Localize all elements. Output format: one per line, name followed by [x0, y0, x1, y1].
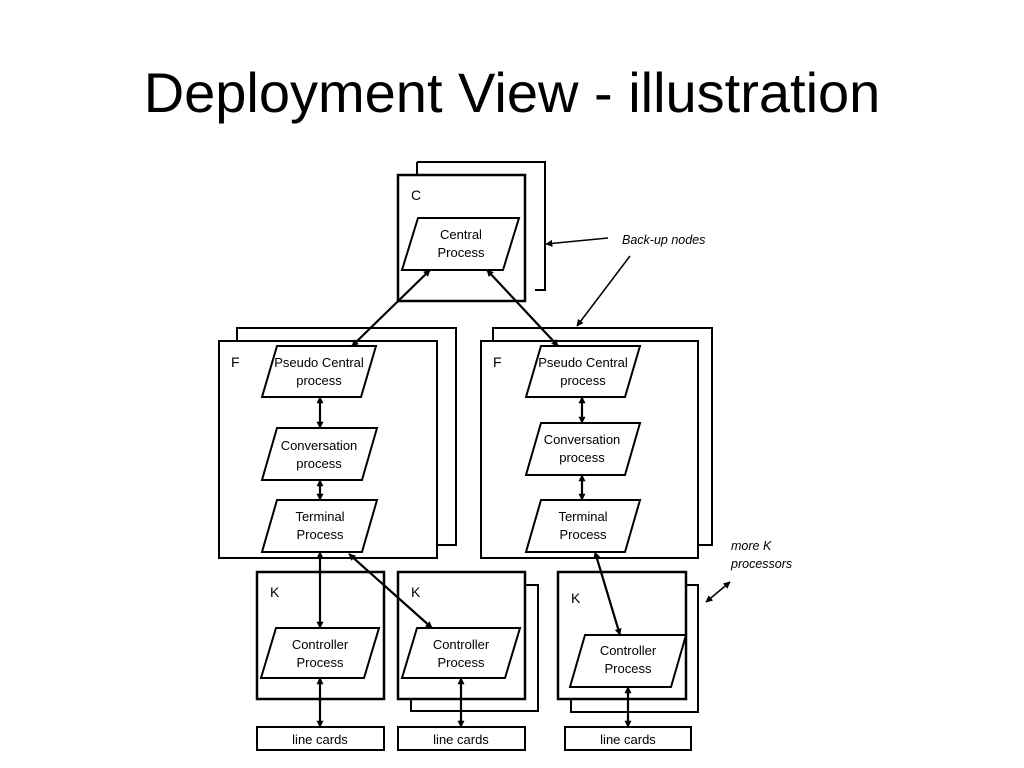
line-cards-2: line cards: [397, 726, 526, 751]
process-label: Conversation: [281, 438, 358, 453]
line-cards-3: line cards: [564, 726, 692, 751]
k-node-3: K Controller Process: [556, 570, 699, 713]
more-k-label: processors: [730, 557, 792, 571]
node-letter-f: F: [493, 354, 502, 370]
pointer-arrow: [576, 255, 631, 327]
conversation-process-shape: [524, 422, 642, 476]
pointer-arrow: [705, 581, 731, 603]
connector-arrow: [351, 269, 431, 347]
k-node-2: K Controller Process: [396, 570, 539, 712]
process-label: Controller: [600, 643, 657, 658]
process-label: process: [296, 373, 342, 388]
backup-node-frame: [410, 584, 539, 712]
process-label: Controller: [433, 637, 490, 652]
backup-annotation: Back-up nodes: [545, 233, 705, 327]
connector-arrow: [593, 551, 622, 636]
process-label: Process: [438, 245, 485, 260]
more-k-label: more K: [731, 539, 772, 553]
process-label: Process: [605, 661, 652, 676]
process-label: Pseudo Central: [538, 355, 628, 370]
node-letter-f: F: [231, 354, 240, 370]
process-label: process: [559, 450, 605, 465]
pointer-arrow: [545, 237, 609, 247]
process-label: process: [560, 373, 606, 388]
controller-process-shape: [259, 627, 381, 679]
process-label: Conversation: [544, 432, 621, 447]
terminal-process-shape: [260, 499, 379, 553]
process-label: Terminal: [295, 509, 344, 524]
f-node-left: F Pseudo Central process Conversation pr…: [218, 327, 457, 559]
process-label: Terminal: [558, 509, 607, 524]
backup-node-frame: [236, 327, 457, 546]
process-label: Process: [560, 527, 607, 542]
connector-arrow: [348, 553, 433, 629]
f-node-right: F Pseudo Central process Conversation pr…: [480, 327, 713, 559]
process-label: Controller: [292, 637, 349, 652]
line-cards-label: line cards: [600, 732, 656, 747]
process-label: process: [296, 456, 342, 471]
pseudo-central-process-shape: [524, 345, 642, 398]
slide-title: Deployment View - illustration: [143, 61, 881, 124]
process-label: Process: [297, 655, 344, 670]
backup-node-frame: [570, 584, 699, 713]
conversation-process-shape: [260, 427, 379, 481]
process-label: Process: [438, 655, 485, 670]
line-cards-label: line cards: [433, 732, 489, 747]
controller-process-shape: [568, 634, 688, 688]
node-letter-k: K: [270, 584, 280, 600]
more-k-annotation: more K processors: [705, 539, 792, 603]
node-letter-c: C: [411, 187, 421, 203]
connectors: [316, 269, 632, 728]
central-node: C Central Process: [396, 161, 546, 303]
backup-nodes-label: Back-up nodes: [622, 233, 705, 247]
controller-process-shape: [400, 627, 522, 679]
pseudo-central-process-shape: [260, 345, 378, 398]
node-letter-k: K: [571, 590, 581, 606]
central-process-shape: [400, 217, 521, 271]
process-label: Pseudo Central: [274, 355, 364, 370]
process-label: Process: [297, 527, 344, 542]
node-letter-k: K: [411, 584, 421, 600]
connector-arrow: [486, 269, 559, 347]
process-label: Central: [440, 227, 482, 242]
terminal-process-shape: [524, 499, 642, 553]
line-cards-label: line cards: [292, 732, 348, 747]
line-cards-1: line cards: [256, 726, 385, 751]
